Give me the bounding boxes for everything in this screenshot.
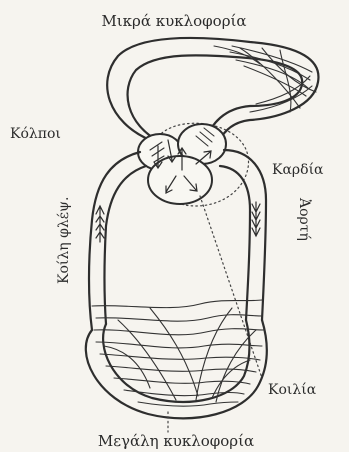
pulmonary-capillary (214, 46, 260, 64)
pulmonary-capillary (230, 52, 310, 80)
ventricle-label: Κοιλία (268, 381, 317, 398)
ventricle-pointer-line (200, 196, 262, 378)
aorta-vessel (220, 150, 266, 320)
systemic-capillary (100, 354, 260, 360)
systemic-capillary (196, 308, 232, 400)
systemic-circulation-vessels (86, 300, 267, 418)
atria-label: Κόλποι (10, 126, 61, 142)
aorta-outer (224, 150, 266, 320)
heart (138, 123, 249, 206)
aorta-flow-arrow (252, 202, 260, 236)
systemic-capillary (114, 378, 250, 384)
aorta-label: Ἀορτή (296, 197, 313, 241)
aorta-inner (220, 166, 250, 320)
systemic-capillary (96, 315, 262, 321)
vena-cava-flow-arrow (96, 206, 104, 242)
vena-cava-vessel (89, 152, 146, 330)
systemic-capillary (96, 342, 262, 348)
vena-cava-outer (89, 152, 140, 330)
pulmonary-capillary (232, 46, 312, 72)
pulmonary-circulation-label: Μικρά κυκλοφορία (101, 12, 246, 30)
heart-label: Καρδία (272, 161, 324, 178)
vena-cava-inner (105, 166, 147, 324)
pulmonary-capillary (250, 86, 312, 112)
systemic-capillary (94, 329, 264, 335)
systemic-circulation-label: Μεγάλη κυκλοφορία (98, 432, 254, 450)
vena-cava-label: Κοίλη φλέψ. (55, 197, 72, 284)
